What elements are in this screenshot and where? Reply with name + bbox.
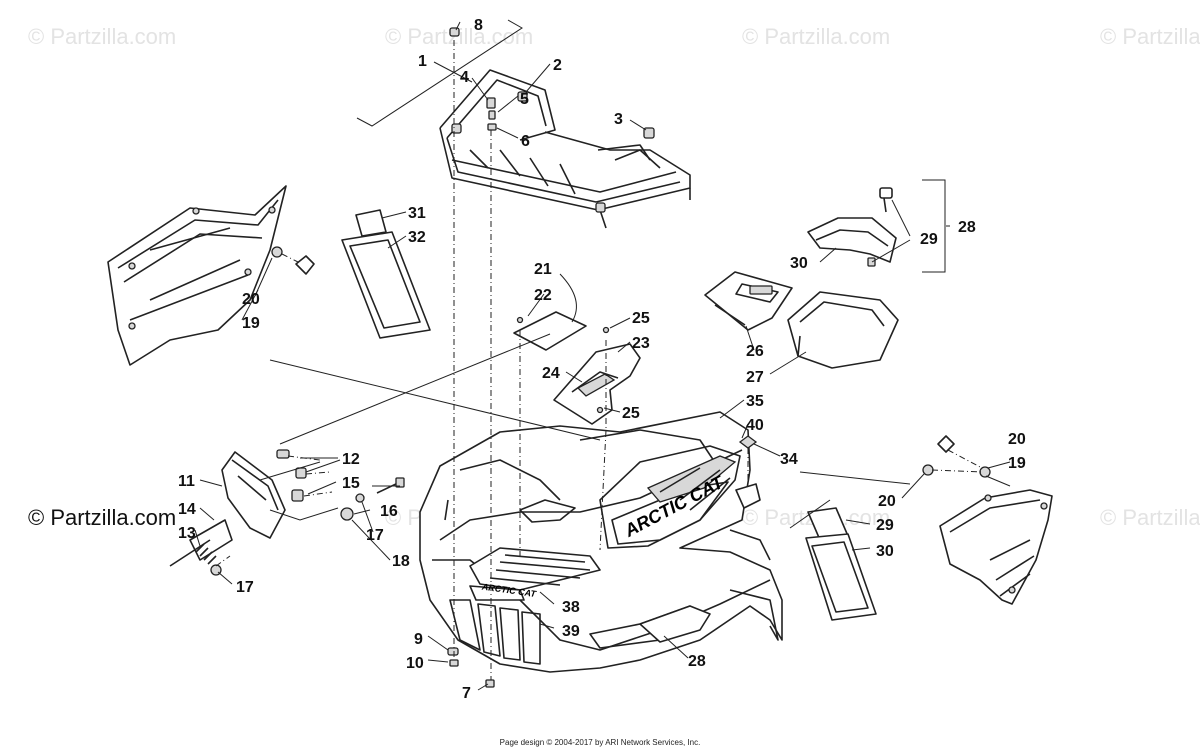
small-parts-31-32-40 <box>447 435 761 688</box>
decal-36-37 <box>341 209 431 339</box>
callout-22: 22 <box>534 287 552 304</box>
storage-cover-assembly[interactable] <box>807 187 897 267</box>
decal-34-35 <box>805 507 877 621</box>
left-fender-flare[interactable] <box>107 185 287 366</box>
callout-7: 7 <box>462 685 471 702</box>
front-body-panel[interactable]: ARCTIC CAT ARCTIC CAT <box>419 411 783 673</box>
callout-35: 30 <box>876 543 894 560</box>
watermark: © Partzilla.com <box>1100 24 1200 49</box>
callout-17-lower: 17 <box>236 579 254 596</box>
callout-20-right: 20 <box>878 493 896 510</box>
callout-16: 16 <box>380 503 398 520</box>
callout-14: 14 <box>178 501 196 518</box>
callout-25-bottom: 25 <box>622 405 640 422</box>
left-fender-fastener <box>271 246 315 275</box>
watermark: © Partzilla.com <box>28 24 177 49</box>
right-fender-fasteners <box>922 435 991 478</box>
callout-12: 12 <box>342 451 360 468</box>
watermark: © Partzilla.com <box>742 24 891 49</box>
callout-15: 15 <box>342 475 360 492</box>
callout-32: 35 <box>746 393 764 410</box>
callout-39: 39 <box>562 623 580 640</box>
callout-37: 32 <box>408 229 426 246</box>
callout-20-right-top: 20 <box>1008 431 1026 448</box>
callout-8: 8 <box>474 17 483 34</box>
callout-25-top: 25 <box>632 310 650 327</box>
callout-29: 29 <box>920 231 938 248</box>
callout-19-left: 19 <box>242 315 260 332</box>
callout-31: 34 <box>780 451 798 468</box>
callout-20-left: 20 <box>242 291 260 308</box>
callout-38: 38 <box>562 599 580 616</box>
footer-copyright: Page design © 2004-2017 by ARI Network S… <box>499 738 701 747</box>
callout-11: 11 <box>178 473 195 490</box>
watermark: © Partzilla.com <box>28 505 177 530</box>
leader-lines <box>194 21 1011 691</box>
callout-18: 18 <box>392 553 410 570</box>
watermark: © Partzilla.com <box>1100 505 1200 530</box>
callout-3: 3 <box>614 111 623 128</box>
callout-19-right: 19 <box>1008 455 1026 472</box>
callout-10: 10 <box>406 655 424 672</box>
callout-23: 23 <box>632 335 650 352</box>
callout-13: 13 <box>178 525 196 542</box>
callout-1: 1 <box>418 53 427 70</box>
callout-40: 40 <box>746 417 764 434</box>
callout-28: 28 <box>958 219 976 236</box>
callout-26: 26 <box>746 343 764 360</box>
callout-9: 9 <box>414 631 423 648</box>
callout-24: 24 <box>542 365 560 382</box>
callout-36: 31 <box>408 205 426 222</box>
callout-33: 28 <box>688 653 706 670</box>
callout-34: 29 <box>876 517 894 534</box>
storage-box-tray[interactable] <box>787 291 899 369</box>
front-rack[interactable] <box>439 69 691 229</box>
callout-21: 21 <box>534 261 552 278</box>
bracket-lines <box>269 19 946 529</box>
storage-box-lid[interactable] <box>704 271 793 331</box>
callout-17-upper: 17 <box>366 527 384 544</box>
callout-labels: 8 1 2 4 5 6 3 31 32 20 19 21 22 25 23 24… <box>178 17 1026 702</box>
right-fender-flare[interactable] <box>939 489 1053 605</box>
alignment-lines <box>215 40 749 680</box>
callout-27: 27 <box>746 369 764 386</box>
callout-30: 30 <box>790 255 808 272</box>
panel-23-24[interactable] <box>553 326 641 425</box>
callout-6: 6 <box>521 133 530 150</box>
callout-4: 4 <box>460 69 469 86</box>
callout-2: 2 <box>553 57 562 74</box>
callout-5: 5 <box>520 91 529 108</box>
decal-21-22 <box>513 311 587 351</box>
